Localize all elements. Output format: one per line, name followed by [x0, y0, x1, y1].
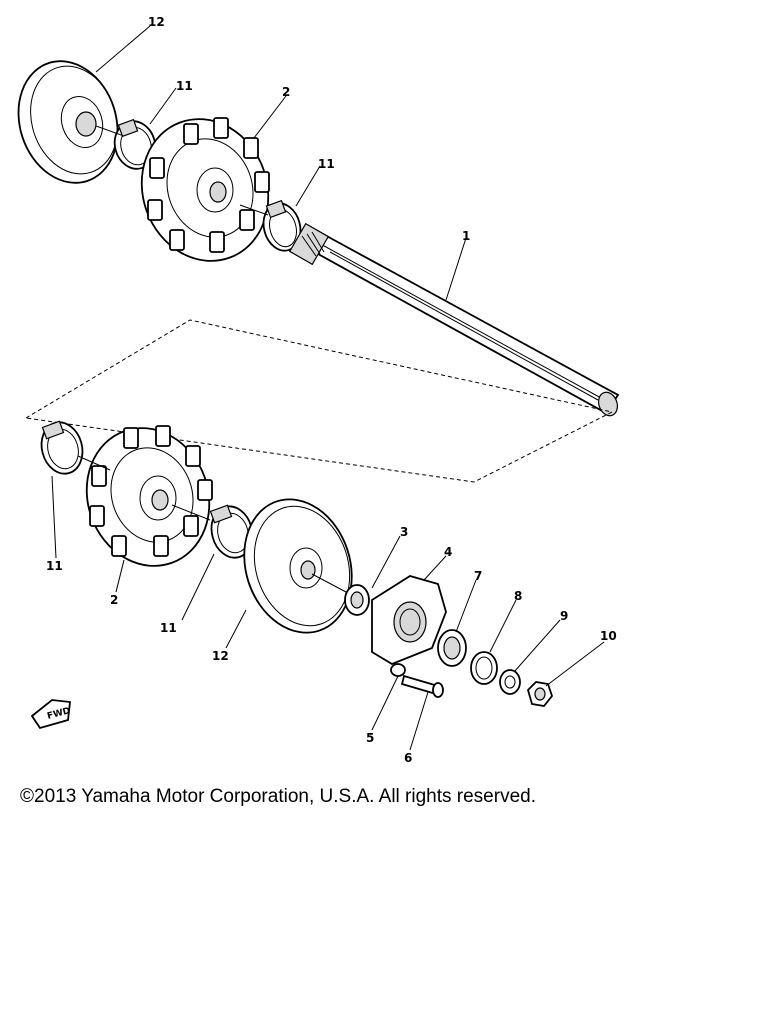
assembly-group-outline [25, 319, 614, 483]
callout-12-top: 12 [148, 15, 165, 29]
callout-8: 8 [514, 589, 522, 603]
axis-line [239, 204, 269, 216]
callout-7: 7 [474, 569, 482, 583]
lock-washer [390, 663, 406, 677]
callout-4: 4 [444, 545, 452, 559]
idler-wheel-bottom [243, 498, 353, 634]
callout-11-bottom-right: 11 [160, 621, 177, 635]
callout-3: 3 [400, 525, 408, 539]
bearing [344, 584, 370, 616]
axis-line [311, 573, 347, 593]
idler-wheel-top [17, 60, 119, 184]
leader-lines [51, 25, 605, 751]
drive-shaft [288, 222, 620, 417]
callout-6: 6 [404, 751, 412, 765]
bolt [400, 674, 444, 698]
hose-clamp-bottom-left [40, 420, 84, 475]
callout-11-bottom-left: 11 [46, 559, 63, 573]
exploded-parts-diagram: FWD 12 11 2 11 1 11 2 11 12 3 4 7 8 9 10… [17, 15, 620, 765]
callout-5: 5 [366, 731, 374, 745]
callout-11-top-left: 11 [176, 79, 193, 93]
drive-sprocket-bottom [85, 425, 213, 567]
callout-12-bottom: 12 [212, 649, 229, 663]
axis-line [171, 504, 211, 521]
callout-2-top: 2 [282, 85, 290, 99]
axis-line [95, 125, 125, 137]
callout-2-bottom: 2 [110, 593, 118, 607]
copyright-notice: ©2013 Yamaha Motor Corporation, U.S.A. A… [20, 786, 536, 807]
callout-9: 9 [560, 609, 568, 623]
callout-10: 10 [600, 629, 617, 643]
axis-line [77, 455, 111, 471]
hose-clamp-top-right [262, 199, 302, 252]
oil-seal [437, 629, 467, 667]
washer [499, 669, 521, 695]
drive-sprocket-top [140, 117, 270, 262]
hex-nut [526, 681, 554, 707]
snap-ring [470, 651, 498, 685]
callout-11-top-right: 11 [318, 157, 335, 171]
hose-clamp-top-left [113, 118, 157, 170]
bearing-housing [371, 575, 447, 666]
fwd-direction-symbol: FWD [30, 699, 72, 730]
callout-1: 1 [462, 229, 470, 243]
